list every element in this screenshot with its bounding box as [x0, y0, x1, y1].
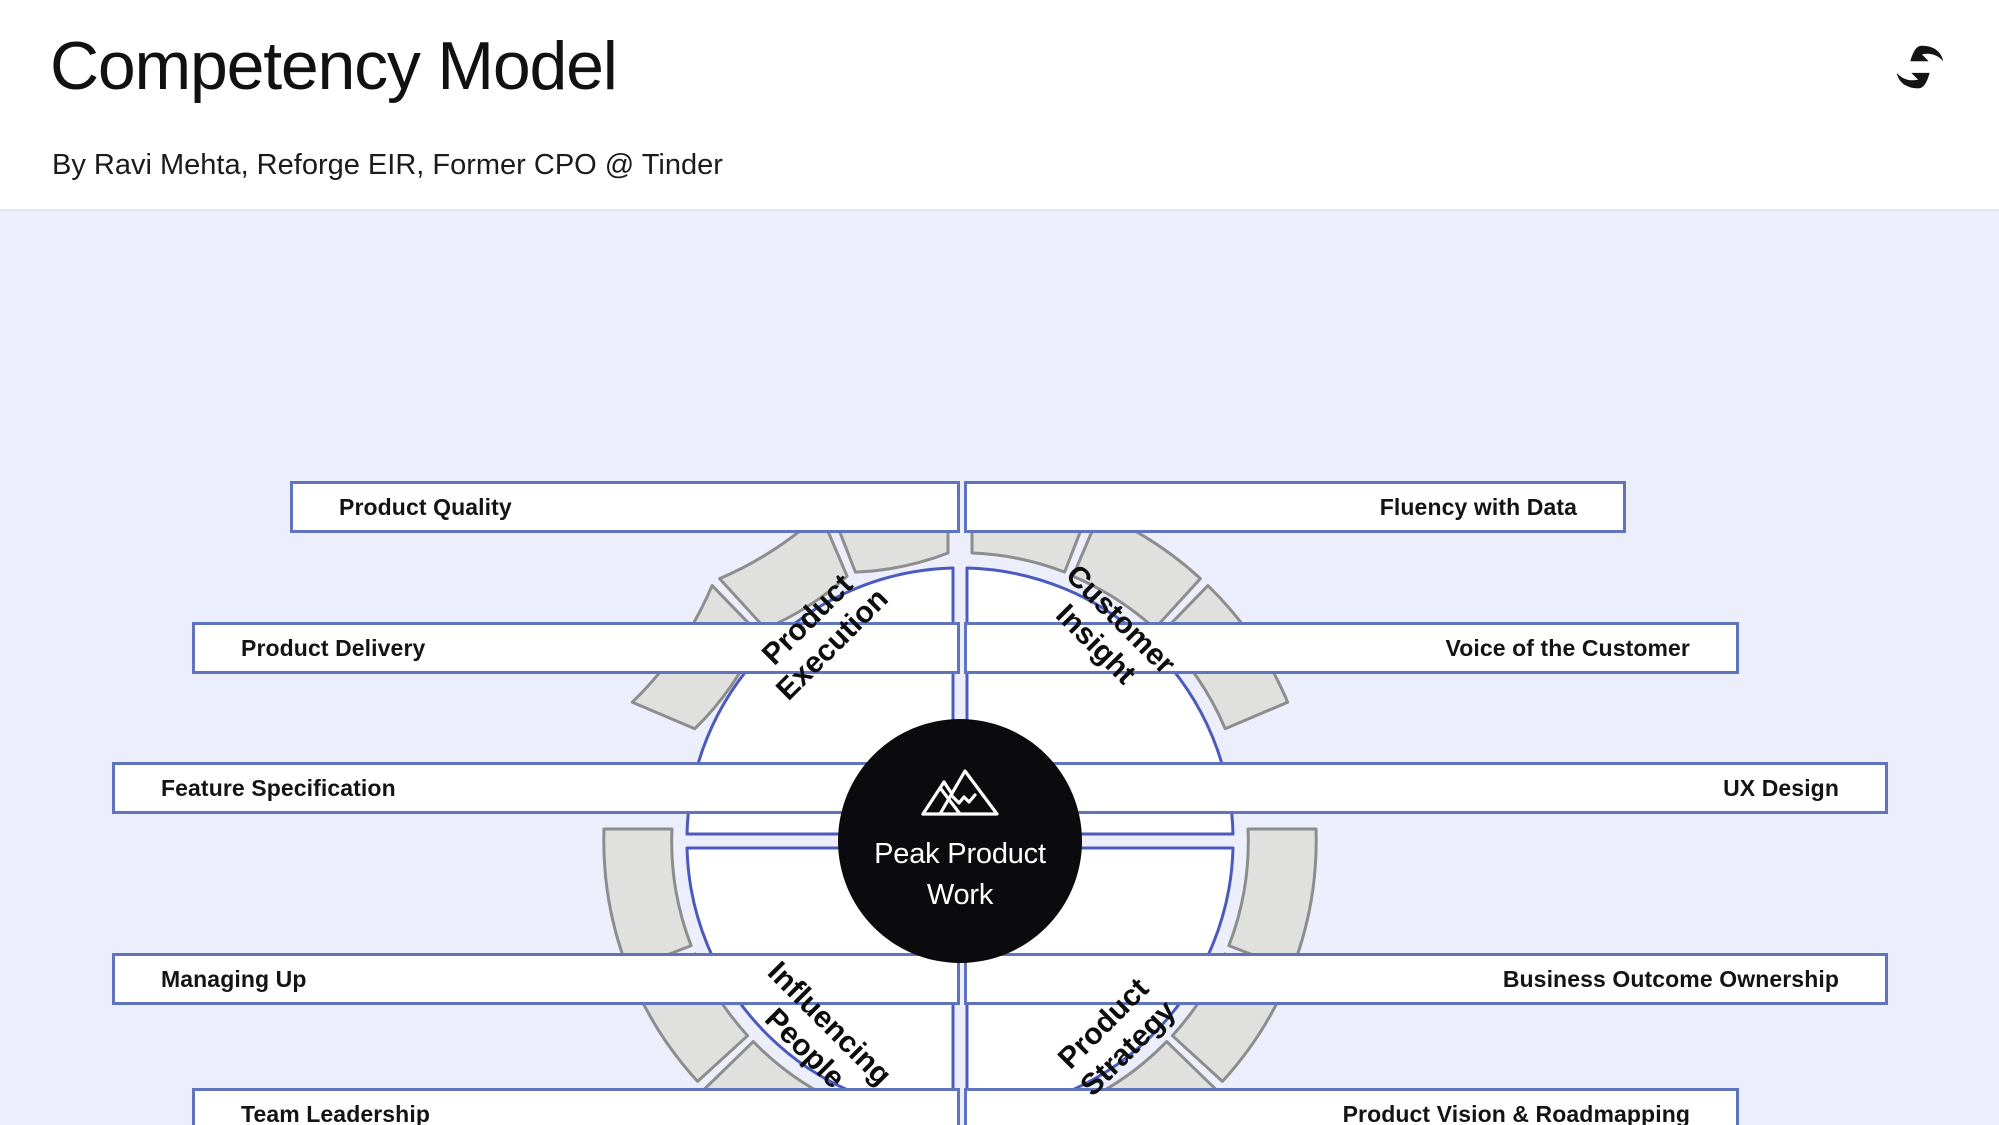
ring-segment-business-outcome-ownership[interactable]: [1227, 827, 1318, 972]
ring-segment-product-delivery[interactable]: [718, 512, 849, 631]
header-divider: [0, 209, 1999, 211]
competency-box-team-leadership[interactable]: Team Leadership: [192, 1088, 960, 1125]
competency-label: Team Leadership: [241, 1100, 430, 1125]
competency-label: Voice of the Customer: [1445, 634, 1690, 661]
center-hub[interactable]: Peak Product Work: [838, 719, 1082, 963]
competency-label: Business Outcome Ownership: [1502, 965, 1839, 992]
competency-box-feature-specification[interactable]: Feature Specification: [112, 762, 960, 814]
competency-box-business-outcome-ownership[interactable]: Business Outcome Ownership: [964, 953, 1888, 1005]
ring-segment-managing-up[interactable]: [602, 827, 693, 972]
competency-box-voice-of-the-customer[interactable]: Voice of the Customer: [964, 622, 1739, 674]
competency-box-managing-up[interactable]: Managing Up: [112, 953, 960, 1005]
mountain-peak-icon: [921, 769, 999, 816]
competency-label: Feature Specification: [161, 774, 396, 801]
diagram-canvas: Product Quality Product Delivery Feature…: [0, 211, 1999, 1125]
competency-label: UX Design: [1723, 774, 1839, 801]
page-header: Competency Model By Ravi Mehta, Reforge …: [0, 0, 1999, 211]
competency-label: Product Quality: [339, 493, 512, 520]
competency-label: Product Vision & Roadmapping: [1342, 1100, 1690, 1125]
page-title: Competency Model: [50, 28, 618, 104]
competency-label: Product Delivery: [241, 634, 426, 661]
center-hub-text: Peak Product Work: [874, 834, 1046, 916]
competency-box-ux-design[interactable]: UX Design: [964, 762, 1888, 814]
center-hub-line2: Work: [926, 879, 994, 911]
competency-label: Fluency with Data: [1379, 493, 1577, 520]
competency-box-product-delivery[interactable]: Product Delivery: [192, 622, 960, 674]
competency-box-product-vision-roadmapping[interactable]: Product Vision & Roadmapping: [964, 1088, 1739, 1125]
center-hub-line1: Peak Product: [874, 837, 1046, 870]
competency-box-product-quality[interactable]: Product Quality: [290, 481, 960, 533]
competency-box-fluency-with-data[interactable]: Fluency with Data: [964, 481, 1626, 533]
reforge-logo-icon: [1896, 45, 1944, 89]
competency-label: Managing Up: [161, 965, 307, 992]
page-subtitle: By Ravi Mehta, Reforge EIR, Former CPO @…: [52, 149, 723, 181]
